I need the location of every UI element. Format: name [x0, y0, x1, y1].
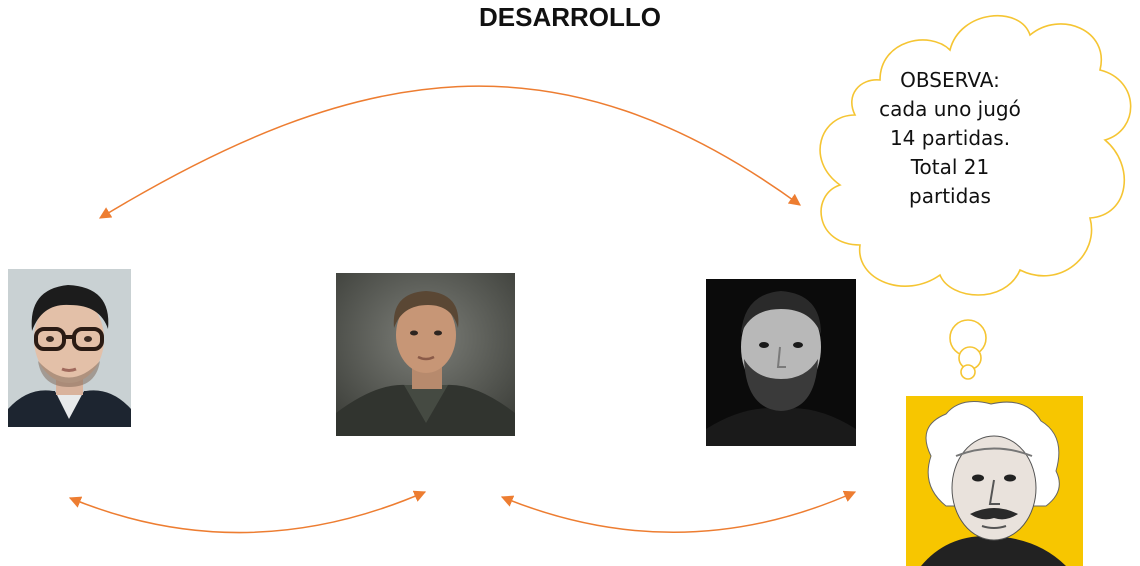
arrow-bottom-player2-player4	[500, 490, 857, 533]
thought-line-4: Total 21	[910, 155, 990, 179]
thought-line-2: cada uno jugó	[879, 97, 1021, 121]
man-in-dark-shirt-photo	[336, 273, 515, 436]
thought-line-5: partidas	[909, 184, 991, 208]
arrow-bottom-player1-player2	[68, 490, 427, 534]
thought-line-1: OBSERVA:	[900, 68, 1000, 92]
arrow-top-player1-player3	[98, 85, 801, 219]
thought-bubble-text: OBSERVA: cada uno jugó 14 partidas. Tota…	[870, 66, 1030, 211]
page-title: DESARROLLO	[479, 2, 661, 32]
thought-line-3: 14 partidas.	[889, 126, 1011, 150]
thought-bubble	[819, 14, 1132, 380]
man-with-glasses-photo	[8, 269, 131, 427]
bearded-man-bw-photo	[706, 279, 856, 446]
einstein-photo	[906, 396, 1083, 566]
